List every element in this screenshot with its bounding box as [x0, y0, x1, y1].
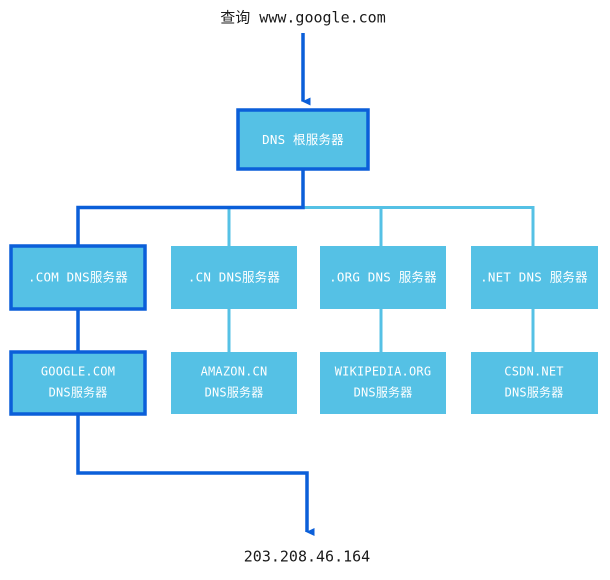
node-auth-amazon-label-line1: AMAZON.CN	[201, 365, 268, 379]
node-tld-org-label: .ORG DNS 服务器	[329, 270, 437, 285]
edge-root-to-org	[303, 206, 383, 246]
node-tld-com-box	[9, 244, 147, 311]
node-auth-csdn[interactable]: CSDN.NET DNS服务器	[471, 352, 598, 414]
node-tld-cn[interactable]: .CN DNS服务器	[171, 246, 297, 309]
query-caption: 查询 www.google.com	[220, 9, 385, 27]
edge-root-to-net	[303, 206, 535, 246]
node-auth-google[interactable]: GOOGLE.COM DNS服务器	[9, 350, 147, 416]
node-auth-csdn-label-line2: DNS服务器	[505, 385, 564, 400]
edge-root-to-com	[76, 169, 305, 246]
node-auth-wikipedia-label-line1: WIKIPEDIA.ORG	[335, 365, 432, 379]
node-auth-amazon-box	[171, 352, 297, 414]
node-auth-csdn-label-line1: CSDN.NET	[504, 365, 563, 379]
result-ip-caption: 203.208.46.164	[244, 548, 370, 566]
node-tld-cn-label: .CN DNS服务器	[188, 270, 280, 285]
node-auth-wikipedia[interactable]: WIKIPEDIA.ORG DNS服务器	[320, 352, 446, 414]
edge-google-to-result	[76, 414, 315, 537]
node-tld-cn-box	[171, 246, 297, 309]
node-tld-net[interactable]: .NET DNS 服务器	[471, 246, 598, 309]
node-dns-root-label: DNS 根服务器	[262, 132, 344, 147]
node-tld-org[interactable]: .ORG DNS 服务器	[320, 246, 446, 309]
node-dns-root[interactable]: DNS 根服务器	[236, 108, 370, 171]
node-auth-amazon[interactable]: AMAZON.CN DNS服务器	[171, 352, 297, 414]
node-auth-csdn-box	[471, 352, 598, 414]
node-auth-google-box	[9, 350, 147, 416]
edge-root-to-cn	[227, 206, 303, 246]
node-tld-net-box	[471, 246, 598, 309]
node-tld-net-label: .NET DNS 服务器	[480, 270, 588, 285]
node-tld-com-label: .COM DNS服务器	[28, 270, 128, 285]
node-tld-org-box	[320, 246, 446, 309]
node-tld-com[interactable]: .COM DNS服务器	[9, 244, 147, 311]
node-auth-amazon-label-line2: DNS服务器	[205, 385, 264, 400]
node-auth-google-label-line2: DNS服务器	[49, 385, 108, 400]
node-auth-wikipedia-label-line2: DNS服务器	[354, 385, 413, 400]
node-auth-wikipedia-box	[320, 352, 446, 414]
node-auth-google-label-line1: GOOGLE.COM	[41, 365, 115, 379]
node-dns-root-box	[236, 108, 370, 171]
